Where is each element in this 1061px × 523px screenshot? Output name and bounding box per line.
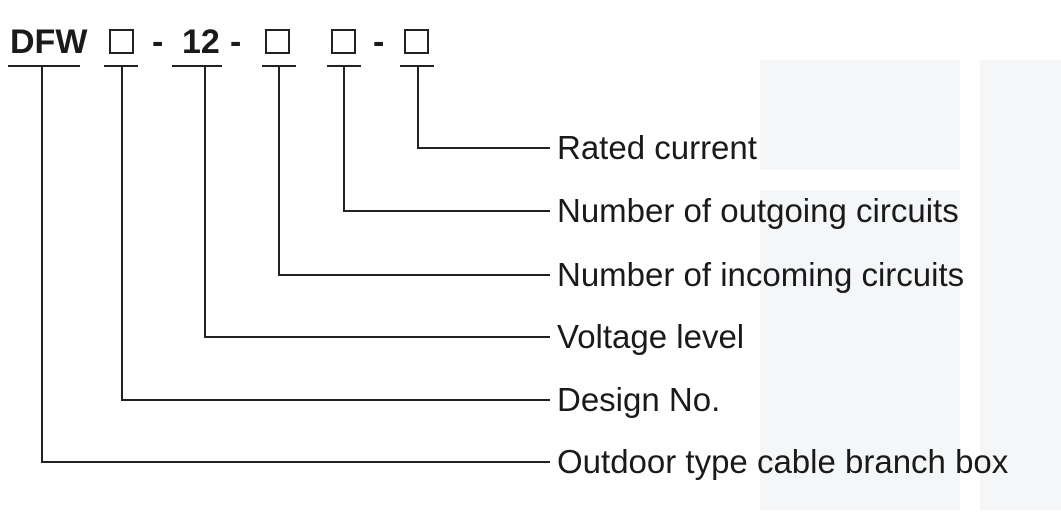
incoming-circuits-leader xyxy=(278,66,550,276)
code-separator: - xyxy=(230,23,242,61)
rated-current-label: Rated current xyxy=(557,129,757,166)
design-no-box xyxy=(109,29,134,54)
incoming-circuits-label: Number of incoming circuits xyxy=(557,256,965,293)
background-panel xyxy=(760,60,960,170)
rated-current-leader xyxy=(417,66,550,149)
design-no-label: Design No. xyxy=(557,381,721,418)
voltage-code: 12 xyxy=(182,23,220,61)
design-no-leader xyxy=(121,66,550,401)
code-separator: - xyxy=(152,23,164,61)
voltage-level-label: Voltage level xyxy=(557,318,745,355)
background-panel xyxy=(980,60,1061,510)
outgoing-circuits-label: Number of outgoing circuits xyxy=(557,192,959,229)
background-panel xyxy=(760,190,960,510)
rated-current-box xyxy=(404,29,429,54)
box-type-leader xyxy=(41,66,550,463)
voltage-level-leader xyxy=(204,66,550,338)
incoming-circuits-box xyxy=(265,29,290,54)
outgoing-circuits-leader xyxy=(343,66,550,212)
code-prefix: DFW xyxy=(10,23,88,61)
code-separator: - xyxy=(373,23,385,61)
box-type-label: Outdoor type cable branch box xyxy=(557,443,1009,480)
outgoing-circuits-box xyxy=(331,29,356,54)
